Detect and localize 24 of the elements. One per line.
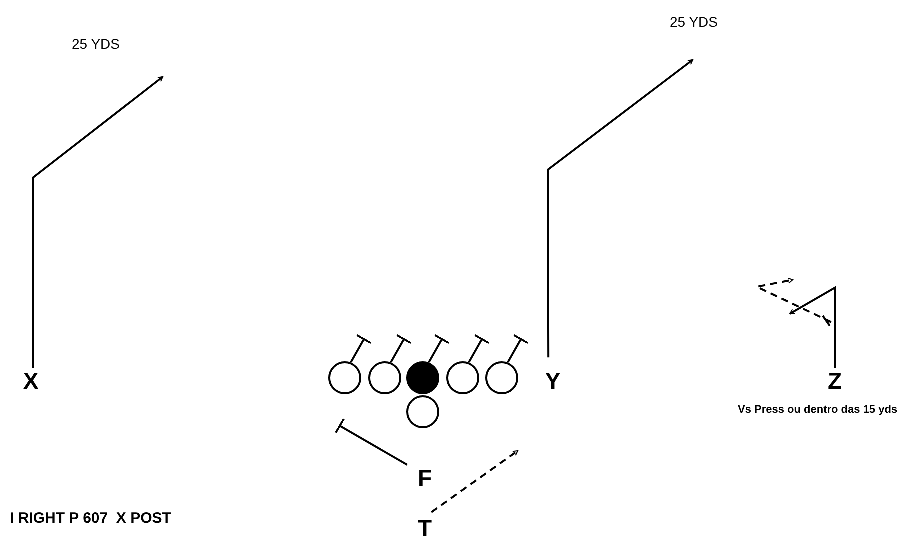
player-letter: X [20, 368, 42, 394]
center-player-circle [406, 361, 440, 395]
block-line [507, 334, 530, 363]
player-letter: T [414, 515, 436, 541]
block-line [390, 334, 412, 363]
player-letter: Y [542, 368, 564, 394]
play-name: I RIGHT P 607 X POST [10, 510, 172, 527]
player-circle [328, 361, 362, 395]
block-line [335, 418, 408, 466]
player-letter: F [414, 465, 436, 491]
distance-label: 25 YDS [72, 36, 120, 52]
player-circle [406, 395, 440, 429]
route-note: Vs Press ou dentro das 15 yds [738, 404, 898, 416]
distance-label: 25 YDS [670, 14, 718, 30]
route-arrow [32, 76, 164, 368]
block-line [350, 334, 372, 363]
dashed-route-arrow [431, 450, 519, 514]
player-circle [485, 361, 519, 395]
player-circle [446, 361, 480, 395]
player-circle [368, 361, 402, 395]
route-arrow [547, 59, 694, 358]
block-line [468, 334, 490, 363]
player-letter: Z [824, 368, 846, 394]
block-line [428, 334, 450, 363]
